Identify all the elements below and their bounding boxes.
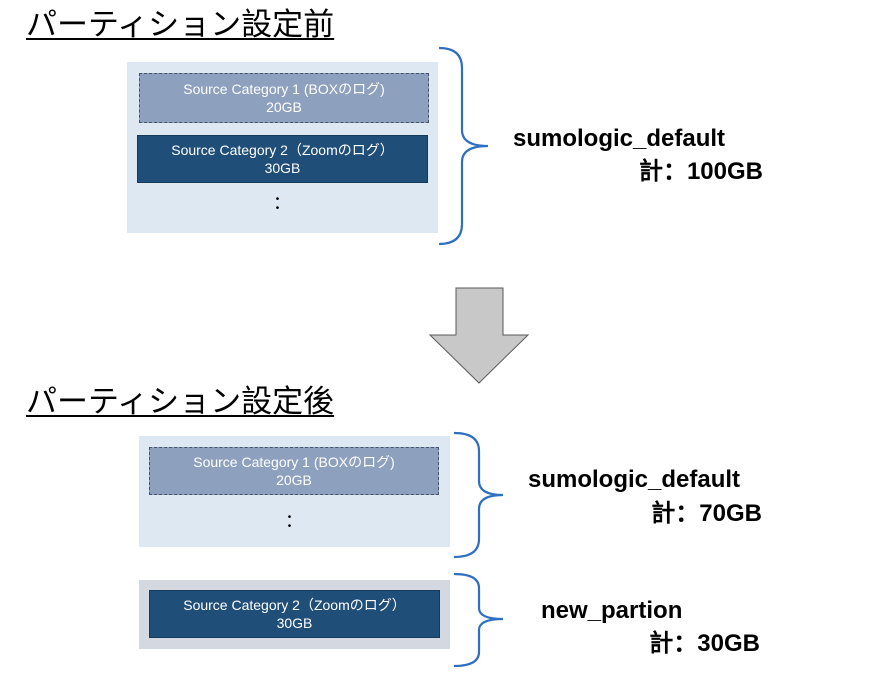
partition-total: 計：100GB: [638, 158, 763, 185]
category-name: Source Category 1 (BOXのログ): [193, 454, 395, 470]
category-box-logs: Source Category 1 (BOXのログ) 20GB: [149, 447, 439, 495]
partition-total: 計：70GB: [651, 500, 762, 527]
down-arrow-icon: [428, 287, 530, 384]
category-size: 20GB: [276, 472, 312, 488]
category-zoom-logs: Source Category 2（Zoomのログ） 30GB: [137, 135, 428, 183]
right-curly-brace-icon: [453, 431, 504, 559]
category-name: Source Category 2（Zoomのログ）: [183, 597, 406, 613]
new-partition-panel: Source Category 2（Zoomのログ） 30GB: [139, 580, 450, 649]
before-default-panel: Source Category 1 (BOXのログ) 20GB Source C…: [127, 62, 438, 233]
category-size: 30GB: [276, 615, 313, 631]
more-categories-ellipsis: ：: [285, 511, 303, 531]
after-default-panel: Source Category 1 (BOXのログ) 20GB ：: [139, 436, 450, 547]
category-size: 20GB: [266, 99, 302, 115]
partition-name: sumologic_default: [513, 125, 726, 152]
category-box-logs: Source Category 1 (BOXのログ) 20GB: [139, 73, 429, 123]
right-curly-brace-icon: [453, 572, 504, 668]
before-heading: パーティション設定前: [26, 7, 335, 43]
category-name: Source Category 1 (BOXのログ): [183, 81, 385, 97]
category-name: Source Category 2（Zoomのログ）: [171, 142, 394, 158]
partition-name: new_partion: [541, 597, 683, 624]
category-zoom-logs: Source Category 2（Zoomのログ） 30GB: [149, 590, 440, 638]
right-curly-brace-icon: [438, 46, 489, 246]
more-categories-ellipsis: ：: [273, 193, 291, 213]
after-heading: パーティション設定後: [26, 384, 335, 420]
partition-name: sumologic_default: [528, 466, 741, 493]
category-size: 30GB: [264, 160, 301, 176]
partition-total: 計：30GB: [649, 630, 760, 657]
